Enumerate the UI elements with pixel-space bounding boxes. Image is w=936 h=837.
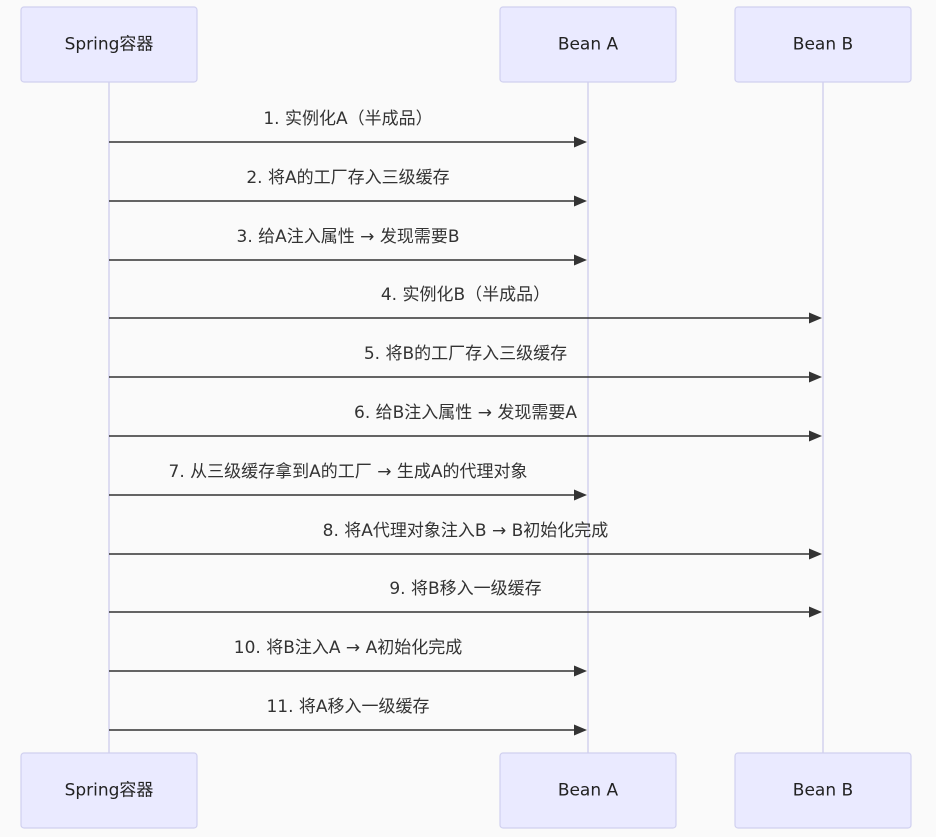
- arrowhead-icon: [809, 548, 822, 560]
- actor-label: Spring容器: [65, 35, 154, 55]
- message-11: 11. 将A移入一级缓存: [109, 697, 587, 736]
- arrowhead-icon: [809, 430, 822, 442]
- message-2: 2. 将A的工厂存入三级缓存: [109, 168, 587, 207]
- message-9: 9. 将B移入一级缓存: [109, 579, 822, 618]
- arrowhead-icon: [574, 195, 587, 207]
- arrowhead-icon: [574, 254, 587, 266]
- actor-box: [734, 752, 912, 829]
- arrowhead-icon: [574, 724, 587, 736]
- arrowhead-icon: [809, 371, 822, 383]
- actor-spring-top: Spring容器: [20, 6, 198, 83]
- message-6: 6. 给B注入属性 → 发现需要A: [109, 403, 822, 442]
- message-label: 6. 给B注入属性 → 发现需要A: [354, 403, 577, 423]
- actor-box: [499, 752, 677, 829]
- message-1: 1. 实例化A（半成品）: [109, 109, 587, 148]
- actor-beanA-top: Bean A: [499, 6, 677, 83]
- actor-label: Bean A: [558, 35, 619, 55]
- message-7: 7. 从三级缓存拿到A的工厂 → 生成A的代理对象: [109, 461, 587, 501]
- message-label: 2. 将A的工厂存入三级缓存: [246, 168, 449, 188]
- actor-box: [734, 6, 912, 83]
- message-label: 11. 将A移入一级缓存: [266, 697, 429, 717]
- message-label: 9. 将B移入一级缓存: [389, 579, 541, 599]
- arrowhead-icon: [574, 489, 587, 501]
- actor-box: [499, 6, 677, 83]
- message-label: 10. 将B注入A → A初始化完成: [234, 638, 462, 658]
- actor-label: Bean A: [558, 781, 619, 801]
- message-label: 3. 给A注入属性 → 发现需要B: [237, 227, 460, 247]
- message-5: 5. 将B的工厂存入三级缓存: [109, 344, 822, 383]
- arrowhead-icon: [809, 606, 822, 618]
- actor-beanB-top: Bean B: [734, 6, 912, 83]
- message-4: 4. 实例化B（半成品）: [109, 285, 822, 324]
- message-label: 7. 从三级缓存拿到A的工厂 → 生成A的代理对象: [169, 461, 528, 482]
- message-label: 8. 将A代理对象注入B → B初始化完成: [323, 521, 609, 541]
- message-label: 4. 实例化B（半成品）: [381, 285, 550, 305]
- message-label: 5. 将B的工厂存入三级缓存: [364, 344, 567, 364]
- actor-box: [20, 6, 198, 83]
- arrowhead-icon: [809, 312, 822, 324]
- actor-label: Spring容器: [65, 781, 154, 801]
- actor-box: [20, 752, 198, 829]
- actor-label: Bean B: [793, 35, 853, 55]
- actor-beanB-bottom: Bean B: [734, 752, 912, 829]
- message-10: 10. 将B注入A → A初始化完成: [109, 638, 587, 677]
- message-label: 1. 实例化A（半成品）: [263, 109, 432, 129]
- message-8: 8. 将A代理对象注入B → B初始化完成: [109, 521, 822, 560]
- arrowhead-icon: [574, 136, 587, 148]
- actor-spring-bottom: Spring容器: [20, 752, 198, 829]
- message-3: 3. 给A注入属性 → 发现需要B: [109, 227, 587, 266]
- actor-beanA-bottom: Bean A: [499, 752, 677, 829]
- actor-label: Bean B: [793, 781, 853, 801]
- arrowhead-icon: [574, 665, 587, 677]
